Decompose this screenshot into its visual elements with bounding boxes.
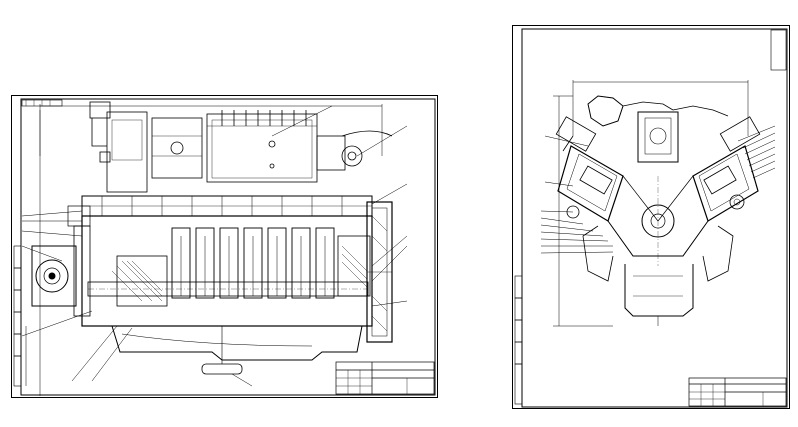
drawing-sheet-longitudinal-section [11, 95, 438, 398]
crankcase [566, 175, 745, 282]
callout-leader-lines [540, 125, 776, 326]
right-cylinder-bank [692, 116, 761, 222]
oil-sump [624, 264, 694, 317]
side-stamp [770, 29, 787, 71]
inner-frame [521, 28, 788, 408]
intake-manifold [587, 95, 729, 163]
cylinder-block [81, 215, 373, 327]
left-valve-cover [555, 116, 597, 152]
cross-section-drawing [514, 28, 788, 408]
oil-pump-pickup [201, 363, 243, 375]
alternator [729, 194, 745, 210]
piston-row [171, 227, 335, 299]
longitudinal-section-drawing [13, 98, 436, 396]
air-intake-assembly [89, 101, 203, 193]
left-cylinder-bank [555, 116, 624, 222]
front-pulley-damper [31, 205, 91, 317]
margin-stamps [514, 275, 523, 405]
cylinder-head [81, 195, 373, 217]
title-block-right [688, 377, 787, 407]
drawing-sheet-cross-section [512, 25, 790, 409]
callout-leader-lines [21, 105, 408, 387]
oil-pan [111, 325, 363, 375]
dimension-lines [553, 80, 749, 327]
flywheel-housing [366, 201, 393, 343]
inner-frame [20, 98, 436, 396]
right-piston [703, 165, 737, 195]
right-valve-cover [719, 116, 761, 152]
fuel-pump-assembly [206, 110, 393, 183]
margin-stamps [13, 245, 22, 387]
left-piston [579, 165, 613, 195]
title-block-left [335, 361, 435, 395]
